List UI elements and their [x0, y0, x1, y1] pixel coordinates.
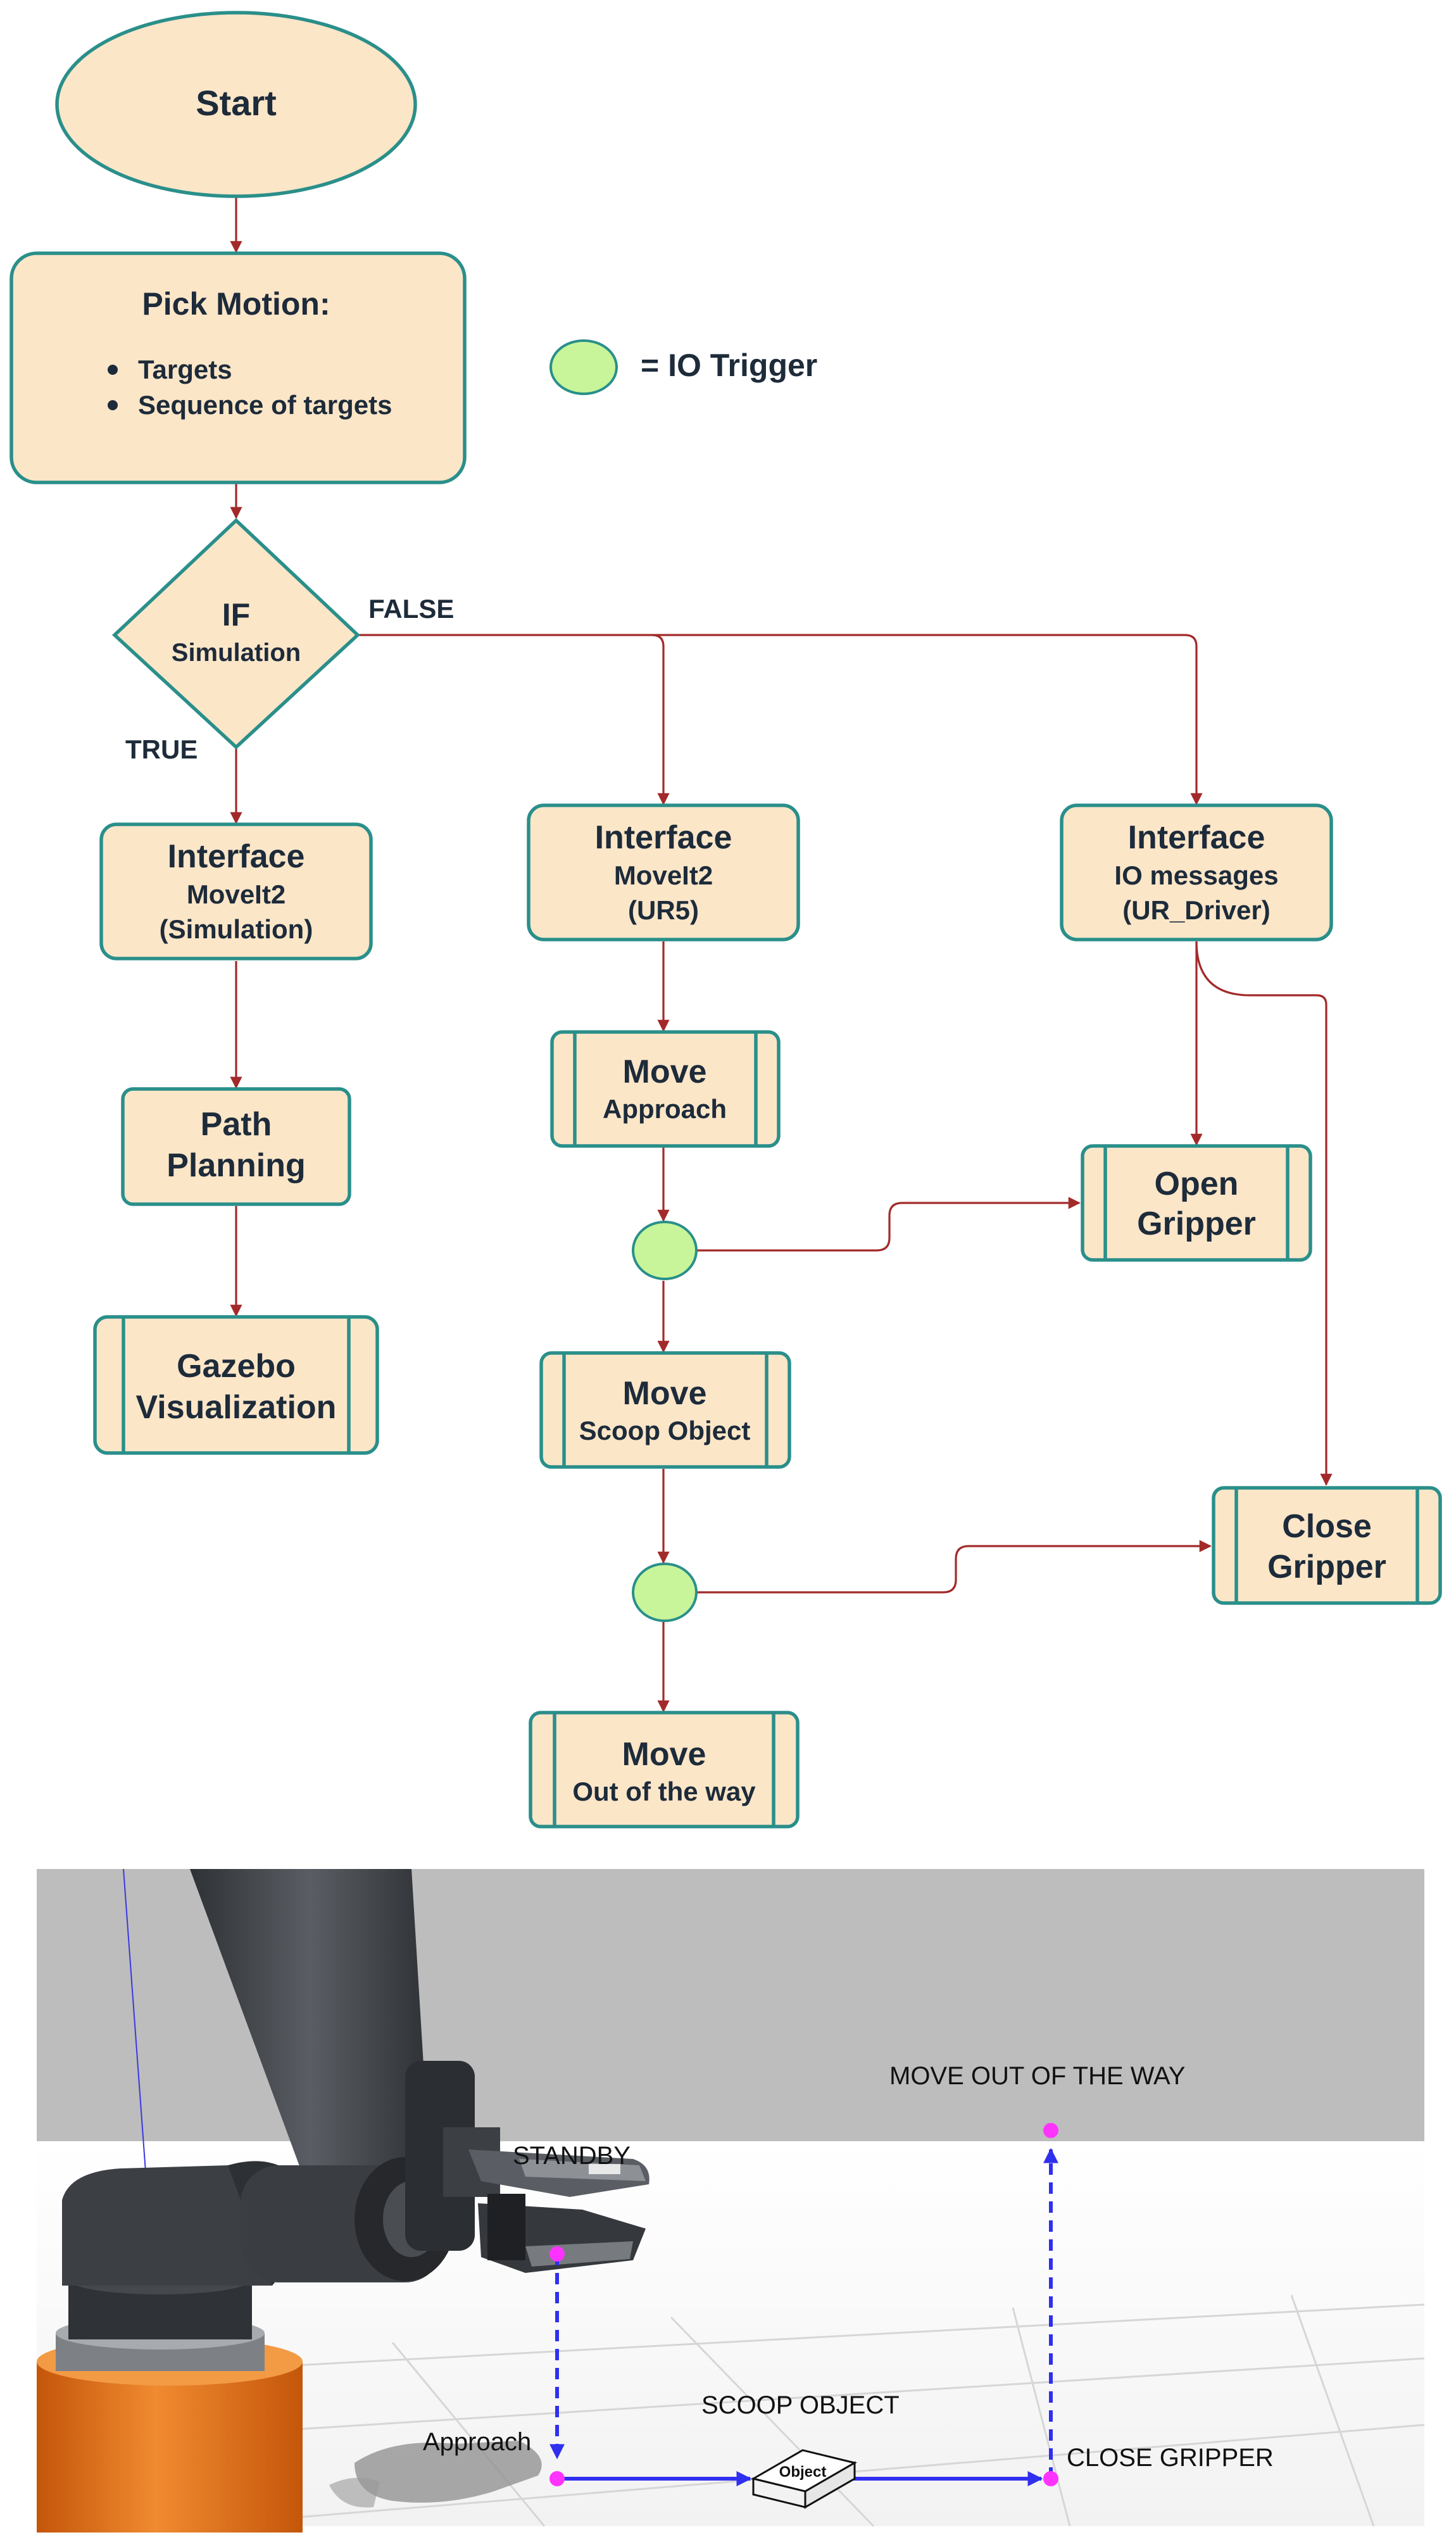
legend-label: = IO Trigger — [641, 348, 817, 383]
arrow-trigger2-to-close — [695, 1540, 1212, 1594]
ur5-interface-line1: MoveIt2 — [614, 860, 713, 890]
move-out-title: Move — [622, 1736, 706, 1773]
sim-interface-line2: (Simulation) — [160, 914, 313, 944]
io-trigger-icon — [632, 1563, 698, 1622]
io-trigger-legend-icon — [549, 339, 618, 395]
io-interface-line1: IO messages — [1114, 860, 1278, 890]
open-gripper-line2: Gripper — [1137, 1205, 1256, 1242]
arrow-false-to-io — [652, 634, 1203, 805]
start-node: Start — [55, 11, 417, 198]
move-approach-sub: Approach — [603, 1094, 727, 1124]
arrow-io-to-close — [1195, 941, 1333, 1486]
close-gripper-node: Close Gripper — [1212, 1486, 1442, 1605]
io-trigger-icon — [632, 1221, 698, 1280]
ur5-interface-line2: (UR5) — [628, 895, 699, 925]
close-gripper-waypoint-icon — [1043, 2471, 1058, 2486]
standby-label: STANDBY — [513, 2142, 631, 2170]
move-out-sub: Out of the way — [572, 1777, 756, 1806]
move-out-label: MOVE OUT OF THE WAY — [889, 2062, 1185, 2090]
open-gripper-line1: Open — [1155, 1166, 1239, 1202]
move-out-waypoint-icon — [1043, 2123, 1058, 2138]
arrow-trigger1-to-open — [695, 1197, 1081, 1252]
ur5-interface-title: Interface — [595, 819, 732, 856]
gazebo-line1: Gazebo — [177, 1348, 296, 1385]
pick-motion-node: Pick Motion: Targets Sequence of targets — [9, 251, 467, 484]
pick-motion-title: Pick Motion: — [142, 286, 330, 322]
sim-interface-title: Interface — [168, 838, 305, 875]
close-gripper-label: CLOSE GRIPPER — [1067, 2444, 1274, 2472]
robot-path — [549, 2123, 1058, 2486]
robot-shadow — [355, 2441, 542, 2503]
io-interface-node: Interface IO messages (UR_Driver) — [1060, 803, 1333, 941]
gazebo-node: Gazebo Visualization — [93, 1315, 379, 1455]
path-planning-line2: Planning — [166, 1147, 306, 1184]
io-interface-title: Interface — [1128, 819, 1265, 856]
path-planning-line1: Path — [201, 1106, 272, 1143]
sim-interface-line1: MoveIt2 — [187, 879, 286, 909]
flowchart: Start Pick Motion: Targets Sequence of t… — [9, 11, 1442, 1828]
gazebo-line2: Visualization — [136, 1389, 337, 1426]
axis-line — [123, 1868, 146, 2172]
decision-line2: Simulation — [172, 639, 301, 667]
path-planning-node: Path Planning — [121, 1087, 351, 1206]
bullet-icon — [108, 400, 118, 410]
gazebo-scene: Object MOVE OUT OF THE WAY STANDBY SCOOP… — [37, 1868, 1425, 2533]
bullet-icon — [108, 365, 118, 375]
scoop-label: SCOOP OBJECT — [701, 2391, 900, 2419]
move-approach-node: Move Approach — [550, 1030, 781, 1148]
true-label: TRUE — [125, 734, 198, 764]
approach-waypoint-icon — [549, 2471, 565, 2486]
move-approach-title: Move — [623, 1054, 707, 1090]
approach-label: Approach — [423, 2428, 531, 2456]
sim-interface-node: Interface MoveIt2 (Simulation) — [99, 822, 373, 960]
connectors — [230, 196, 1333, 1713]
io-interface-line2: (UR_Driver) — [1122, 895, 1270, 925]
robot-arm — [37, 1869, 650, 2533]
move-out-node: Move Out of the way — [529, 1711, 800, 1828]
decision-node: IF Simulation — [111, 518, 361, 750]
legend: = IO Trigger — [549, 339, 817, 395]
ur5-interface-node: Interface MoveIt2 (UR5) — [527, 803, 800, 941]
open-gripper-node: Open Gripper — [1081, 1144, 1312, 1262]
close-gripper-line1: Close — [1282, 1508, 1372, 1545]
arrow-false-to-ur5 — [358, 634, 670, 805]
move-scoop-node: Move Scoop Object — [539, 1351, 791, 1469]
false-label: FALSE — [368, 594, 454, 624]
pick-bullet-sequence: Sequence of targets — [138, 390, 392, 420]
standby-waypoint-icon — [549, 2246, 565, 2262]
object-box: Object — [751, 2449, 857, 2509]
move-scoop-sub: Scoop Object — [579, 1416, 751, 1445]
object-label: Object — [779, 2463, 827, 2481]
decision-line1: IF — [222, 597, 250, 632]
start-label: Start — [196, 83, 277, 123]
pick-bullet-targets: Targets — [138, 355, 232, 384]
close-gripper-line2: Gripper — [1267, 1549, 1386, 1585]
move-scoop-title: Move — [623, 1375, 707, 1412]
